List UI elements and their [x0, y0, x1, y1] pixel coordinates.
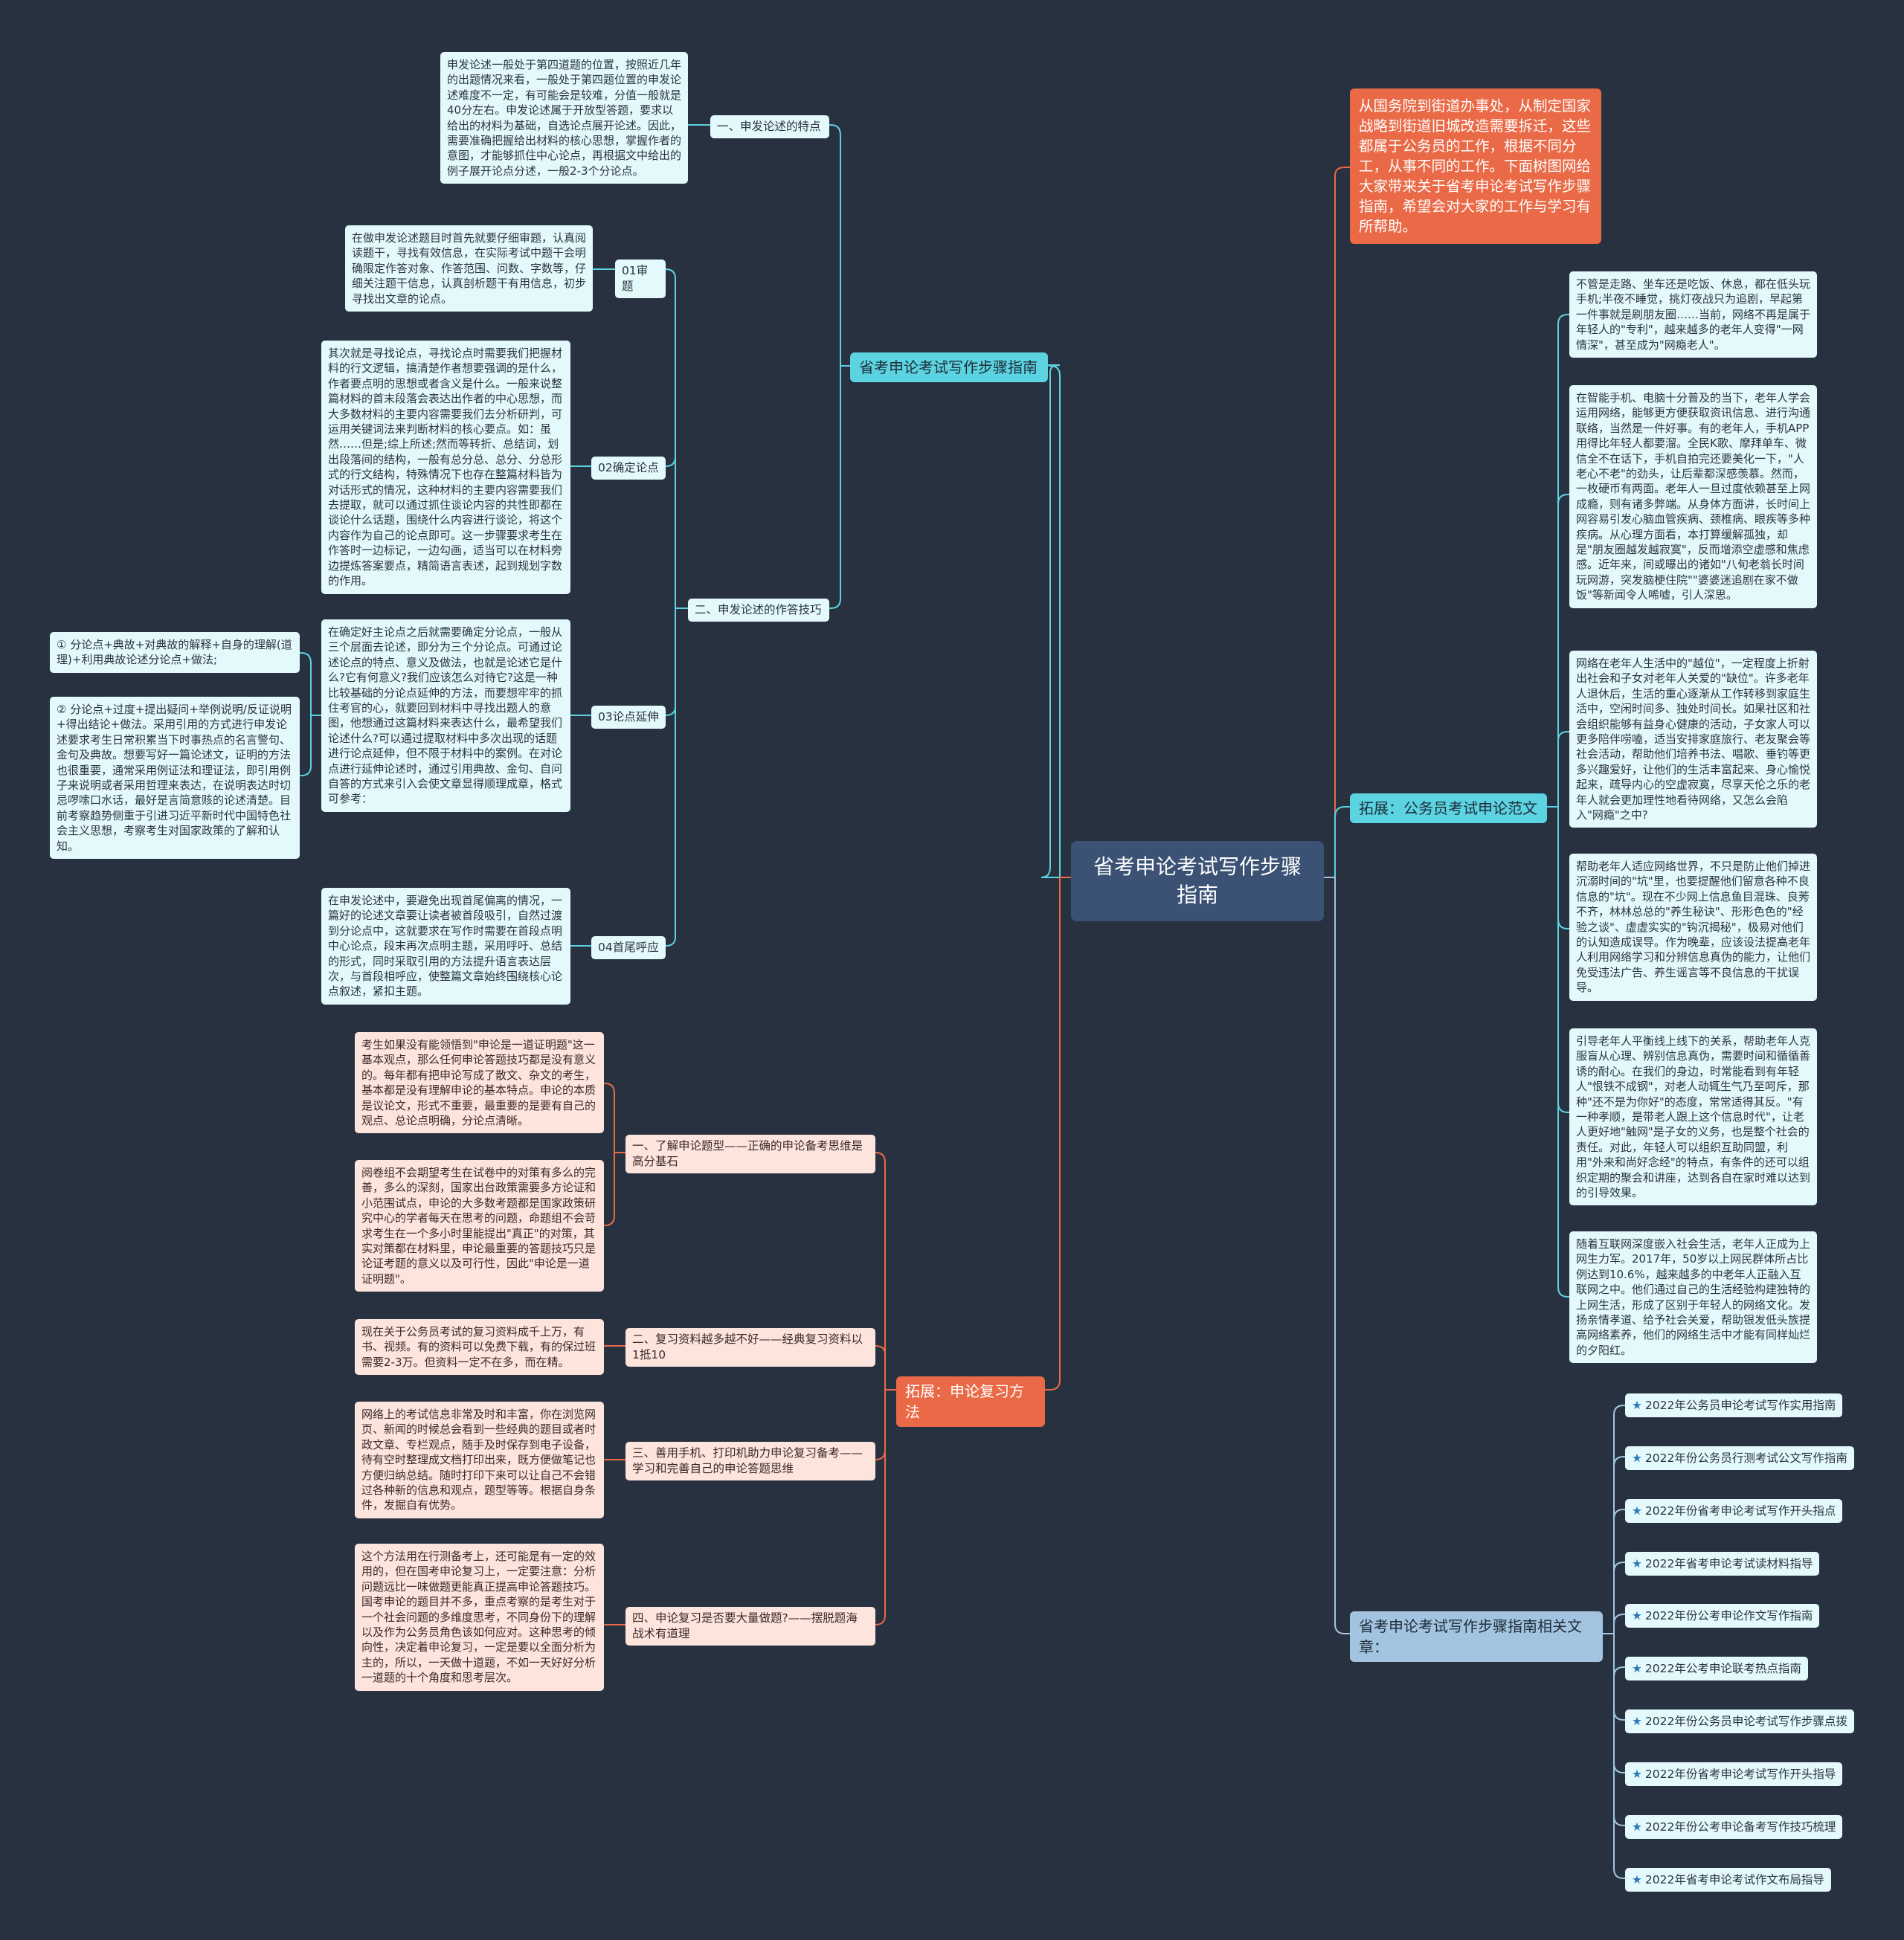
related-link-6-text: 2022年公考申论联考热点指南 [1644, 1662, 1801, 1675]
review-item-1[interactable]: 一、了解申论题型——正确的申论备考思维是高分基石 [625, 1135, 875, 1173]
review-item-1-leaf-1-text: 考生如果没有能领悟到"申论是一道证明题"这一基本观点，那么任何申论答题技巧都是没… [361, 1038, 596, 1128]
star-icon: ★ [1632, 1609, 1642, 1622]
branch-sample-essay-label: 拓展：公务员考试申论范文 [1359, 799, 1537, 817]
review-item-2-leaf-text: 现在关于公务员考试的复习资料成千上万，有书、视频。有的资料可以免费下载，有的保过… [361, 1325, 596, 1369]
sec2-item-03-text: 在确定好主论点之后就需要确定分论点，一般从三个层面去论述，即分为三个分论点。可通… [328, 625, 563, 806]
sec2-item-02-leaf[interactable]: 其次就是寻找论点，寻找论点时需要我们把握材料的行文逻辑，搞清楚作者想要强调的是什… [321, 341, 570, 594]
intro-text: 从国务院到街道办事处，从制定国家战略到街道旧城改造需要拆迁，这些都属于公务员的工… [1359, 97, 1592, 235]
star-icon: ★ [1632, 1451, 1642, 1465]
sec2-item-03-child-1[interactable]: ① 分论点+典故+对典故的解释+自身的理解(道理)+利用典故论述分论点+做法; [50, 632, 300, 673]
sec2-item-01-text: 在做申发论述题目时首先就要仔细审题，认真阅读题干，寻找有效信息，在实际考试中题干… [352, 231, 587, 306]
intro-node[interactable]: 从国务院到街道办事处，从制定国家战略到街道旧城改造需要拆迁，这些都属于公务员的工… [1350, 88, 1601, 244]
star-icon: ★ [1632, 1504, 1642, 1518]
branch-related-articles[interactable]: 省考申论考试写作步骤指南相关文章： [1350, 1611, 1603, 1662]
sec2-item-01-label: 01审题 [622, 264, 649, 293]
branch-related-articles-label: 省考申论考试写作步骤指南相关文章： [1359, 1617, 1582, 1656]
essay-para-4[interactable]: 帮助老年人适应网络世界，不只是防止他们掉进沉溺时间的"坑"里，也要提醒他们留意各… [1569, 854, 1817, 1001]
sec2-item-03[interactable]: 03论点延伸 [591, 706, 666, 729]
review-item-3-leaf[interactable]: 网络上的考试信息非常及时和丰富，你在浏览网页、新闻的时候总会看到一些经典的题目或… [355, 1402, 604, 1518]
star-icon: ★ [1632, 1767, 1642, 1781]
essay-para-5[interactable]: 引导老年人平衡线上线下的关系，帮助老年人克服盲从心理、辨别信息真伪，需要时间和循… [1569, 1028, 1817, 1206]
essay-para-3-text: 网络在老年人生活中的"越位"，一定程度上折射出社会和子女对老年人关爱的"缺位"。… [1576, 657, 1811, 822]
related-link-8[interactable]: ★2022年份省考申论考试写作开头指导 [1625, 1762, 1843, 1786]
sec2-item-02[interactable]: 02确定论点 [591, 457, 666, 480]
essay-para-2[interactable]: 在智能手机、电脑十分普及的当下，老年人学会运用网络，能够更方便获取资讯信息、进行… [1569, 385, 1817, 608]
sec2-item-03-label: 03论点延伸 [598, 710, 659, 724]
review-item-2-label: 二、复习资料越多越不好——经典复习资料以1抵10 [632, 1332, 863, 1361]
branch-sample-essay[interactable]: 拓展：公务员考试申论范文 [1350, 793, 1547, 823]
essay-para-5-text: 引导老年人平衡线上线下的关系，帮助老年人克服盲从心理、辨别信息真伪，需要时间和循… [1576, 1034, 1811, 1200]
star-icon: ★ [1632, 1715, 1642, 1728]
sec2-item-03-child-2[interactable]: ② 分论点+过度+提出疑问+举例说明/反证说明+得出结论+做法。采用引用的方式进… [50, 697, 300, 860]
related-link-8-text: 2022年份省考申论考试写作开头指导 [1644, 1767, 1836, 1781]
sec2-item-02-label: 02确定论点 [598, 461, 659, 474]
related-link-10[interactable]: ★2022年省考申论考试作文布局指导 [1625, 1868, 1831, 1892]
related-link-5[interactable]: ★2022年份公考申论作文写作指南 [1625, 1604, 1820, 1628]
star-icon: ★ [1632, 1557, 1642, 1570]
review-item-4-leaf[interactable]: 这个方法用在行测备考上，还可能是有一定的效用的，但在国考申论复习上，一定要注意：… [355, 1544, 604, 1691]
sec2-label: 二、申发论述的作答技巧 [695, 603, 822, 616]
related-link-4-text: 2022年省考申论考试读材料指导 [1644, 1557, 1813, 1570]
central-topic-label: 省考申论考试写作步骤指南 [1093, 854, 1302, 907]
branch-writing-steps[interactable]: 省考申论考试写作步骤指南 [850, 352, 1048, 382]
related-link-3[interactable]: ★2022年份省考申论考试写作开头指点 [1625, 1499, 1843, 1523]
review-item-4-label: 四、申论复习是否要大量做题?——摆脱题海战术有道理 [632, 1611, 858, 1640]
review-item-2[interactable]: 二、复习资料越多越不好——经典复习资料以1抵10 [625, 1328, 875, 1367]
sec2-item-04-label: 04首尾呼应 [598, 941, 659, 954]
related-link-10-text: 2022年省考申论考试作文布局指导 [1644, 1873, 1824, 1886]
review-item-3-label: 三、善用手机、打印机助力申论复习备考——学习和完善自己的申论答题思维 [632, 1446, 863, 1475]
essay-para-3[interactable]: 网络在老年人生活中的"越位"，一定程度上折射出社会和子女对老年人关爱的"缺位"。… [1569, 651, 1817, 828]
sec2-item-04-text: 在申发论述中，要避免出现首尾偏离的情况，一篇好的论述文章要让读者被首段吸引，自然… [328, 894, 563, 999]
review-item-4[interactable]: 四、申论复习是否要大量做题?——摆脱题海战术有道理 [625, 1607, 875, 1646]
sec2-item-01[interactable]: 01审题 [615, 260, 666, 298]
sec2-item-03-child-1-text: ① 分论点+典故+对典故的解释+自身的理解(道理)+利用典故论述分论点+做法; [57, 638, 292, 667]
branch-review-methods[interactable]: 拓展：申论复习方法 [896, 1376, 1045, 1427]
sec1-leaf[interactable]: 申发论述一般处于第四道题的位置，按照近几年的出题情况来看，一般处于第四题位置的申… [440, 52, 688, 184]
sec2-node[interactable]: 二、申发论述的作答技巧 [688, 599, 829, 622]
sec1-label: 一、申发论述的特点 [717, 120, 821, 133]
related-link-6[interactable]: ★2022年公考申论联考热点指南 [1625, 1657, 1808, 1680]
related-link-5-text: 2022年份公考申论作文写作指南 [1644, 1609, 1813, 1622]
sec1-leaf-text: 申发论述一般处于第四道题的位置，按照近几年的出题情况来看，一般处于第四题位置的申… [447, 58, 682, 178]
review-item-2-leaf[interactable]: 现在关于公务员考试的复习资料成千上万，有书、视频。有的资料可以免费下载，有的保过… [355, 1319, 604, 1376]
sec2-item-03-leaf[interactable]: 在确定好主论点之后就需要确定分论点，一般从三个层面去论述，即分为三个分论点。可通… [321, 619, 570, 812]
essay-para-6-text: 随着互联网深度嵌入社会生活，老年人正成为上网生力军。2017年，50岁以上网民群… [1576, 1237, 1811, 1357]
review-item-1-leaf-1[interactable]: 考生如果没有能领悟到"申论是一道证明题"这一基本观点，那么任何申论答题技巧都是没… [355, 1032, 604, 1134]
related-link-4[interactable]: ★2022年省考申论考试读材料指导 [1625, 1552, 1820, 1576]
sec2-item-01-leaf[interactable]: 在做申发论述题目时首先就要仔细审题，认真阅读题干，寻找有效信息，在实际考试中题干… [345, 225, 593, 312]
related-link-1[interactable]: ★2022年公务员申论考试写作实用指南 [1625, 1393, 1843, 1417]
review-item-1-label: 一、了解申论题型——正确的申论备考思维是高分基石 [632, 1139, 863, 1168]
related-link-7-text: 2022年份公务员申论考试写作步骤点拨 [1644, 1715, 1847, 1728]
essay-para-1-text: 不管是走路、坐车还是吃饭、休息，都在低头玩手机;半夜不睡觉，挑灯夜战只为追剧，早… [1576, 277, 1811, 352]
related-link-2[interactable]: ★2022年份公务员行测考试公文写作指南 [1625, 1446, 1854, 1470]
essay-para-1[interactable]: 不管是走路、坐车还是吃饭、休息，都在低头玩手机;半夜不睡觉，挑灯夜战只为追剧，早… [1569, 271, 1817, 358]
star-icon: ★ [1632, 1820, 1642, 1834]
star-icon: ★ [1632, 1662, 1642, 1675]
essay-para-6[interactable]: 随着互联网深度嵌入社会生活，老年人正成为上网生力军。2017年，50岁以上网民群… [1569, 1231, 1817, 1364]
central-topic[interactable]: 省考申论考试写作步骤指南 [1071, 841, 1324, 921]
sec1-node[interactable]: 一、申发论述的特点 [710, 115, 829, 138]
review-item-3-leaf-text: 网络上的考试信息非常及时和丰富，你在浏览网页、新闻的时候总会看到一些经典的题目或… [361, 1408, 596, 1512]
sec2-item-04-leaf[interactable]: 在申发论述中，要避免出现首尾偏离的情况，一篇好的论述文章要让读者被首段吸引，自然… [321, 888, 570, 1005]
branch-writing-steps-label: 省考申论考试写作步骤指南 [859, 358, 1038, 376]
related-link-3-text: 2022年份省考申论考试写作开头指点 [1644, 1504, 1836, 1518]
sec2-item-04[interactable]: 04首尾呼应 [591, 936, 666, 959]
review-item-1-leaf-2[interactable]: 阅卷组不会期望考生在试卷中的对策有多么的完善，多么的深刻，国家出台政策需要多方论… [355, 1160, 604, 1292]
review-item-1-leaf-2-text: 阅卷组不会期望考生在试卷中的对策有多么的完善，多么的深刻，国家出台政策需要多方论… [361, 1166, 596, 1286]
sec2-item-03-child-2-text: ② 分论点+过度+提出疑问+举例说明/反证说明+得出结论+做法。采用引用的方式进… [57, 703, 292, 853]
star-icon: ★ [1632, 1399, 1642, 1412]
related-link-9[interactable]: ★2022年份公考申论备考写作技巧梳理 [1625, 1815, 1843, 1839]
review-item-4-leaf-text: 这个方法用在行测备考上，还可能是有一定的效用的，但在国考申论复习上，一定要注意：… [361, 1550, 596, 1685]
review-item-3[interactable]: 三、善用手机、打印机助力申论复习备考——学习和完善自己的申论答题思维 [625, 1442, 875, 1480]
branch-review-methods-label: 拓展：申论复习方法 [905, 1382, 1024, 1421]
star-icon: ★ [1632, 1873, 1642, 1886]
sec2-item-02-text: 其次就是寻找论点，寻找论点时需要我们把握材料的行文逻辑，搞清楚作者想要强调的是什… [328, 347, 563, 588]
related-link-2-text: 2022年份公务员行测考试公文写作指南 [1644, 1451, 1847, 1465]
essay-para-2-text: 在智能手机、电脑十分普及的当下，老年人学会运用网络，能够更方便获取资讯信息、进行… [1576, 391, 1811, 602]
essay-para-4-text: 帮助老年人适应网络世界，不只是防止他们掉进沉溺时间的"坑"里，也要提醒他们留意各… [1576, 860, 1811, 995]
related-link-7[interactable]: ★2022年份公务员申论考试写作步骤点拨 [1625, 1709, 1854, 1733]
related-link-9-text: 2022年份公考申论备考写作技巧梳理 [1644, 1820, 1836, 1834]
related-link-1-text: 2022年公务员申论考试写作实用指南 [1644, 1399, 1836, 1412]
